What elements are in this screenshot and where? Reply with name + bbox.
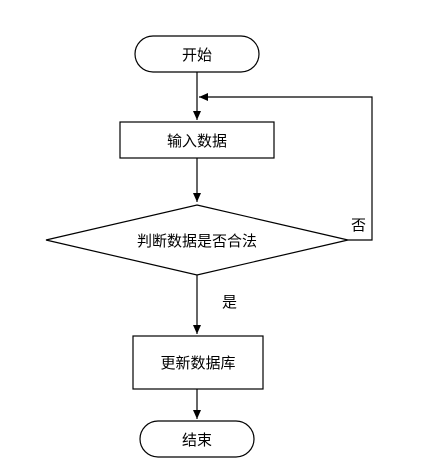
check-node: 判断数据是否合法 [45, 204, 349, 276]
update-process-shape [132, 335, 264, 390]
input-node: 输入数据 [119, 121, 275, 159]
check-label: 判断数据是否合法 [137, 232, 257, 250]
input-label: 输入数据 [167, 132, 227, 150]
end-label: 结束 [182, 431, 212, 449]
edge-check-no-loop [199, 93, 373, 241]
end-terminal-shape [139, 420, 255, 458]
edge-no-label: 否 [351, 216, 366, 234]
start-node: 开始 [134, 35, 260, 73]
start-label: 开始 [182, 46, 212, 64]
edge-yes-label: 是 [222, 293, 237, 311]
input-process-shape [119, 121, 275, 159]
update-label: 更新数据库 [160, 354, 235, 372]
update-node: 更新数据库 [132, 335, 264, 390]
end-node: 结束 [139, 420, 255, 458]
